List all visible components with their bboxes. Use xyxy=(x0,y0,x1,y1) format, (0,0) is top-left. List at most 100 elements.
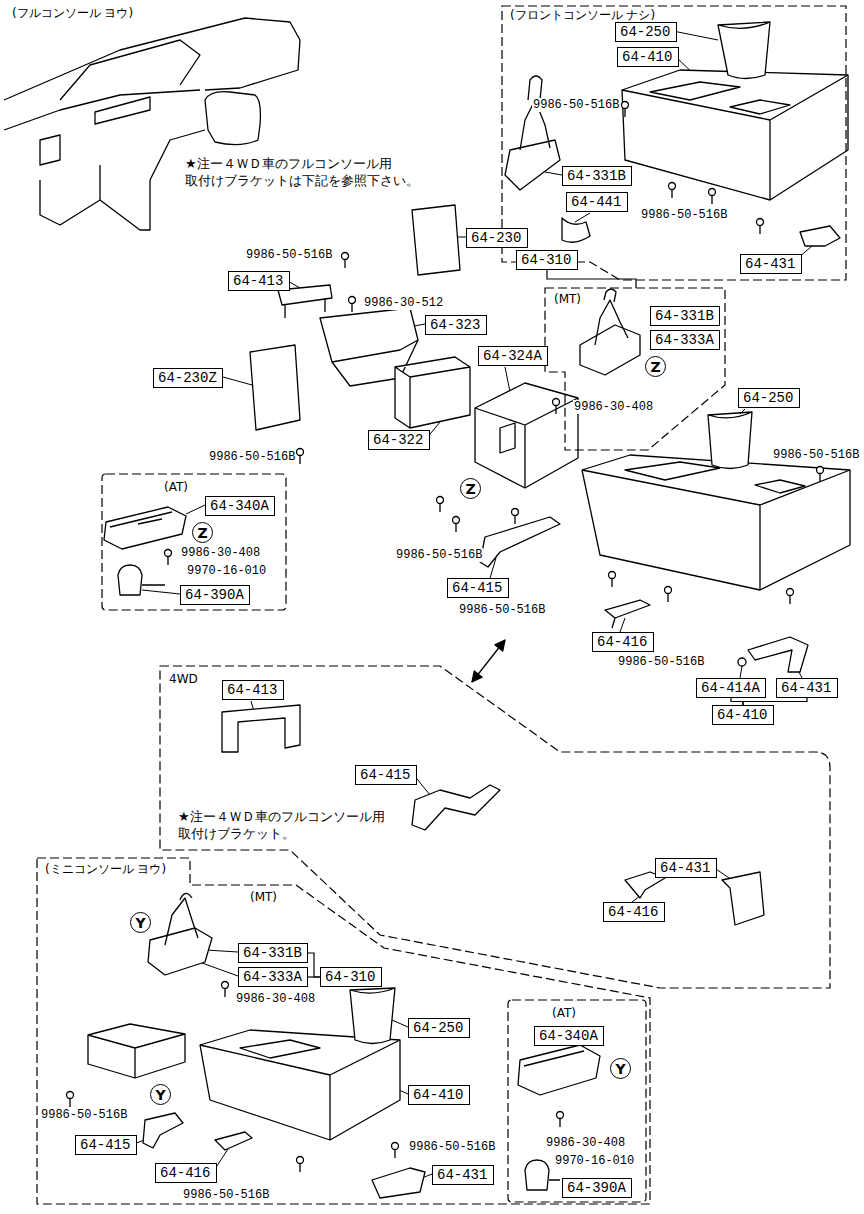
bracket xyxy=(605,600,650,628)
part-number: 64-230Z xyxy=(158,370,217,386)
part-number-box: 64-250 xyxy=(408,1018,470,1038)
reference-circle: Z xyxy=(460,478,481,499)
part-number-box: 64-250 xyxy=(738,388,800,408)
bracket-connector xyxy=(308,953,320,977)
console-edge xyxy=(622,75,848,200)
reference-letter: Z xyxy=(650,359,660,375)
part-number: 64-333A xyxy=(655,332,714,348)
part-number-box: 64-410 xyxy=(617,47,679,67)
part-number: 64-416 xyxy=(160,1165,210,1181)
part-number: 64-230 xyxy=(471,230,521,246)
leader-line xyxy=(186,505,205,514)
part-number-label: 9970-16-010 xyxy=(554,1154,635,1168)
part-number-box: 64-413 xyxy=(228,271,290,291)
part-number-box: 64-441 xyxy=(566,192,628,212)
region-heading: (フロントコンソール ナシ) xyxy=(508,8,657,22)
leader-line xyxy=(740,666,742,678)
swap-arrow xyxy=(472,640,505,682)
shift-knob xyxy=(180,893,192,900)
screw xyxy=(669,183,676,198)
front-console xyxy=(88,1024,185,1078)
section-heading: (フルコンソール ヨウ) xyxy=(10,6,135,20)
console-opening xyxy=(500,423,515,453)
bracket xyxy=(800,226,840,246)
console-opening xyxy=(650,82,740,100)
part-number-box: 64-310 xyxy=(516,250,578,270)
part-number-box: 64-416 xyxy=(603,902,665,922)
part-number-box: 64-431 xyxy=(432,1165,494,1185)
bracket-connector xyxy=(308,976,320,977)
part-number-box: 64-390A xyxy=(562,1178,632,1198)
screw xyxy=(709,189,716,204)
screw xyxy=(297,449,304,464)
shift-indicator xyxy=(518,1045,600,1095)
leader-line xyxy=(673,31,718,40)
shift-indicator xyxy=(104,507,186,549)
screw xyxy=(453,517,460,532)
part-number: 64-340A xyxy=(539,1028,598,1044)
dashboard-outline xyxy=(4,90,200,130)
leader-line xyxy=(505,367,510,392)
console-box xyxy=(395,357,470,428)
dashed-group-region: (AT)64-340AY64-390A xyxy=(508,1000,648,1204)
screw xyxy=(787,589,794,604)
part-number-box: 64-322 xyxy=(368,430,430,450)
region-heading: (AT) xyxy=(162,480,190,494)
reference-circle: Z xyxy=(192,522,213,543)
cup-holder xyxy=(718,22,770,79)
part-number: 64-431 xyxy=(781,680,831,696)
shift-boot-base xyxy=(580,325,640,375)
screw xyxy=(553,399,560,415)
part-number: 64-415 xyxy=(80,1137,130,1153)
part-number-box: 64-410 xyxy=(712,705,774,725)
shift-boot-base xyxy=(505,140,560,190)
part-number: 64-390A xyxy=(185,587,244,603)
screw xyxy=(392,1143,399,1159)
screw xyxy=(609,572,616,588)
dashed-outline xyxy=(160,666,830,988)
part-number: 64-250 xyxy=(413,1020,463,1036)
dashed-outline xyxy=(508,1000,646,1202)
part-number-box: 64-250 xyxy=(615,22,677,42)
part-number: 64-322 xyxy=(373,432,423,448)
screw xyxy=(165,550,172,566)
bracket xyxy=(412,785,500,830)
bracket xyxy=(722,872,764,925)
part-number-label: 9986-50-516B xyxy=(40,1108,128,1122)
console-opening xyxy=(755,480,805,493)
shift-boot xyxy=(595,300,628,345)
part-number-box: 64-414A xyxy=(696,678,766,698)
center-stack xyxy=(150,130,205,180)
screw xyxy=(349,297,356,313)
part-number-label: 9986-30-512 xyxy=(363,296,444,310)
part-number: 64-441 xyxy=(571,194,621,210)
console-body xyxy=(622,70,848,200)
leader-line xyxy=(142,590,180,594)
part-number: 64-410 xyxy=(717,707,767,723)
note-text: ★注ー４ＷＤ車のフルコンソール用 取付けブラケットは下記を参照下さい。 xyxy=(185,155,435,189)
dashed-group-region: (AT)64-340AZ64-390A xyxy=(100,474,288,612)
part-number: 64-310 xyxy=(325,969,375,985)
cup-holder xyxy=(708,412,752,469)
console-opening xyxy=(625,462,720,480)
part-number: 64-250 xyxy=(743,390,793,406)
part-number: 64-416 xyxy=(608,904,658,920)
shift-boot-base xyxy=(148,928,212,975)
leader-line xyxy=(392,1020,408,1027)
part-number: 64-410 xyxy=(413,1087,463,1103)
part-number: 64-331B xyxy=(567,168,626,184)
part-number: 64-390A xyxy=(567,1180,626,1196)
part-number: 64-331B xyxy=(243,945,302,961)
region-outline xyxy=(500,4,850,284)
part-number: 64-431 xyxy=(660,860,710,876)
dashboard-vent xyxy=(95,97,150,124)
console-body xyxy=(200,1030,400,1140)
console-body xyxy=(582,455,850,590)
bracket xyxy=(215,1132,252,1150)
part-number: 64-331B xyxy=(655,308,714,324)
reference-circle: Y xyxy=(610,1058,631,1079)
leader-line xyxy=(575,213,590,222)
screw xyxy=(342,253,349,268)
part-number: 64-413 xyxy=(233,273,283,289)
